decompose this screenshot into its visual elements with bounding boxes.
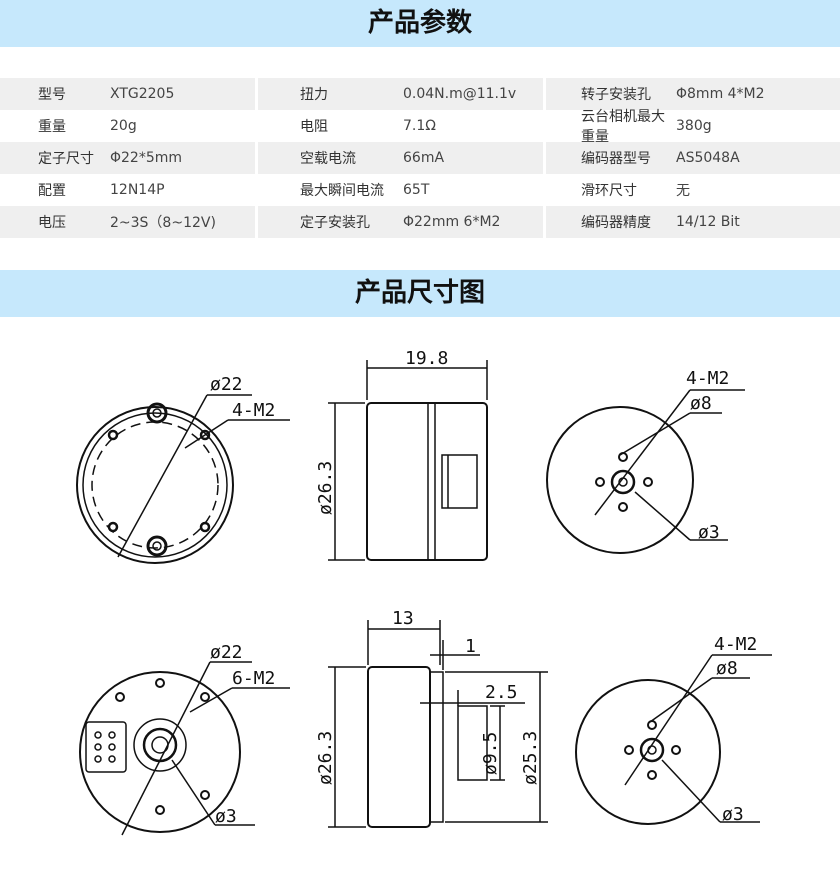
dim-label: ø3	[698, 522, 720, 543]
spec-cell: 型号 XTG2205	[0, 78, 255, 110]
dimension-drawings: ø22 4-M2 19.8 ø26.3 4-M2 ø8 ø3 ø22 6-M2 …	[76, 348, 772, 836]
drawing-side-1: 19.8 ø26.3	[315, 348, 488, 561]
spec-label: 定子安装孔	[300, 215, 370, 231]
spec-value: Φ8mm 4*M2	[676, 86, 765, 102]
drawing-side-2: 13 1 2.5 ø9.5 ø25.3 ø26.3	[315, 608, 548, 828]
spec-label: 空载电流	[300, 151, 356, 167]
spec-label: 电压	[38, 215, 66, 231]
spec-value: Φ22mm 6*M2	[403, 214, 501, 230]
dim-label: 19.8	[405, 348, 448, 369]
dim-label: ø3	[215, 806, 237, 827]
spec-value: 380g	[676, 118, 712, 134]
spec-row: 配置 12N14P 最大瞬间电流 65T 滑环尺寸 无	[0, 174, 840, 206]
dim-label: ø26.3	[315, 461, 336, 515]
dim-label: ø25.3	[520, 731, 541, 785]
spec-value: 无	[676, 183, 690, 199]
spec-cell: 重量 20g	[0, 110, 255, 142]
spec-label: 重量	[38, 119, 66, 135]
dim-label: 13	[392, 608, 414, 629]
spec-value: 0.04N.m@11.1v	[403, 86, 517, 102]
spec-cell: 扭力 0.04N.m@11.1v	[258, 78, 543, 110]
dim-label: 1	[465, 636, 476, 657]
dim-label: 2.5	[485, 682, 518, 703]
spec-value: XTG2205	[110, 86, 175, 102]
spec-cell: 电阻 7.1Ω	[258, 110, 543, 142]
spec-table: 型号 XTG2205 扭力 0.04N.m@11.1v 转子安装孔 Φ8mm 4*M2 重量…	[0, 78, 840, 238]
dim-label: ø9.5	[480, 732, 501, 775]
section-header-params: 产品参数	[0, 0, 840, 47]
spec-cell: 定子安装孔 Φ22mm 6*M2	[258, 206, 543, 238]
spec-label: 扭力	[300, 87, 328, 103]
dim-label: ø22	[210, 642, 243, 663]
dim-label: ø8	[690, 393, 712, 414]
spec-cell: 编码器型号 AS5048A	[546, 142, 840, 174]
drawing-rotor-top: ø22 4-M2	[76, 374, 290, 564]
spec-row: 定子尺寸 Φ22*5mm 空载电流 66mA 编码器型号 AS5048A	[0, 142, 840, 174]
spec-cell: 云台相机最大重量 380g	[546, 109, 840, 145]
spec-cell: 空载电流 66mA	[258, 142, 543, 174]
spec-label: 编码器型号	[581, 151, 651, 167]
dim-label: 4-M2	[686, 368, 729, 389]
spec-label: 转子安装孔	[581, 87, 651, 103]
spec-label: 配置	[38, 183, 66, 199]
spec-value: 14/12 Bit	[676, 214, 740, 230]
dim-label: ø3	[722, 804, 744, 825]
drawing-rotor-bottom-2: 4-M2 ø8 ø3	[575, 634, 772, 825]
spec-value: 20g	[110, 118, 137, 134]
spec-label: 定子尺寸	[38, 151, 94, 167]
spec-label: 型号	[38, 87, 66, 103]
spec-cell: 电压 2~3S（8~12V)	[0, 206, 255, 238]
spec-label: 最大瞬间电流	[300, 183, 384, 199]
spec-cell: 滑环尺寸 无	[546, 174, 840, 206]
dim-label: ø26.3	[315, 731, 336, 785]
spec-row: 重量 20g 电阻 7.1Ω 云台相机最大重量 380g	[0, 109, 840, 145]
spec-value: 2~3S（8~12V)	[110, 215, 216, 231]
spec-row: 型号 XTG2205 扭力 0.04N.m@11.1v 转子安装孔 Φ8mm 4*M2	[0, 78, 840, 110]
spec-cell: 配置 12N14P	[0, 174, 255, 206]
dim-label: ø8	[716, 658, 738, 679]
spec-value: Φ22*5mm	[110, 150, 183, 166]
dim-label: ø22	[210, 374, 243, 395]
spec-value: 65T	[403, 182, 430, 198]
dim-label: 6-M2	[232, 668, 275, 689]
spec-value: 66mA	[403, 150, 445, 166]
dim-label: 4-M2	[232, 400, 275, 421]
spec-cell: 定子尺寸 Φ22*5mm	[0, 142, 255, 174]
spec-label: 编码器精度	[581, 215, 651, 231]
spec-label: 滑环尺寸	[581, 183, 637, 199]
drawing-stator-bottom: ø22 6-M2 ø3	[79, 642, 290, 836]
spec-label: 电阻	[300, 119, 328, 135]
spec-cell: 最大瞬间电流 65T	[258, 174, 543, 206]
drawing-rotor-bottom: 4-M2 ø8 ø3	[546, 368, 745, 554]
spec-label: 云台相机最大重量	[581, 109, 665, 145]
section-title: 产品参数	[367, 8, 472, 38]
spec-cell: 编码器精度 14/12 Bit	[546, 206, 840, 238]
spec-value: 12N14P	[110, 182, 165, 198]
spec-value: AS5048A	[676, 150, 740, 166]
spec-row: 电压 2~3S（8~12V) 定子安装孔 Φ22mm 6*M2 编码器精度 14/12 B…	[0, 206, 840, 238]
spec-value: 7.1Ω	[403, 118, 436, 134]
section-title: 产品尺寸图	[354, 278, 485, 308]
dim-label: 4-M2	[714, 634, 757, 655]
section-header-dimensions: 产品尺寸图	[0, 270, 840, 317]
spec-cell: 转子安装孔 Φ8mm 4*M2	[546, 78, 840, 110]
